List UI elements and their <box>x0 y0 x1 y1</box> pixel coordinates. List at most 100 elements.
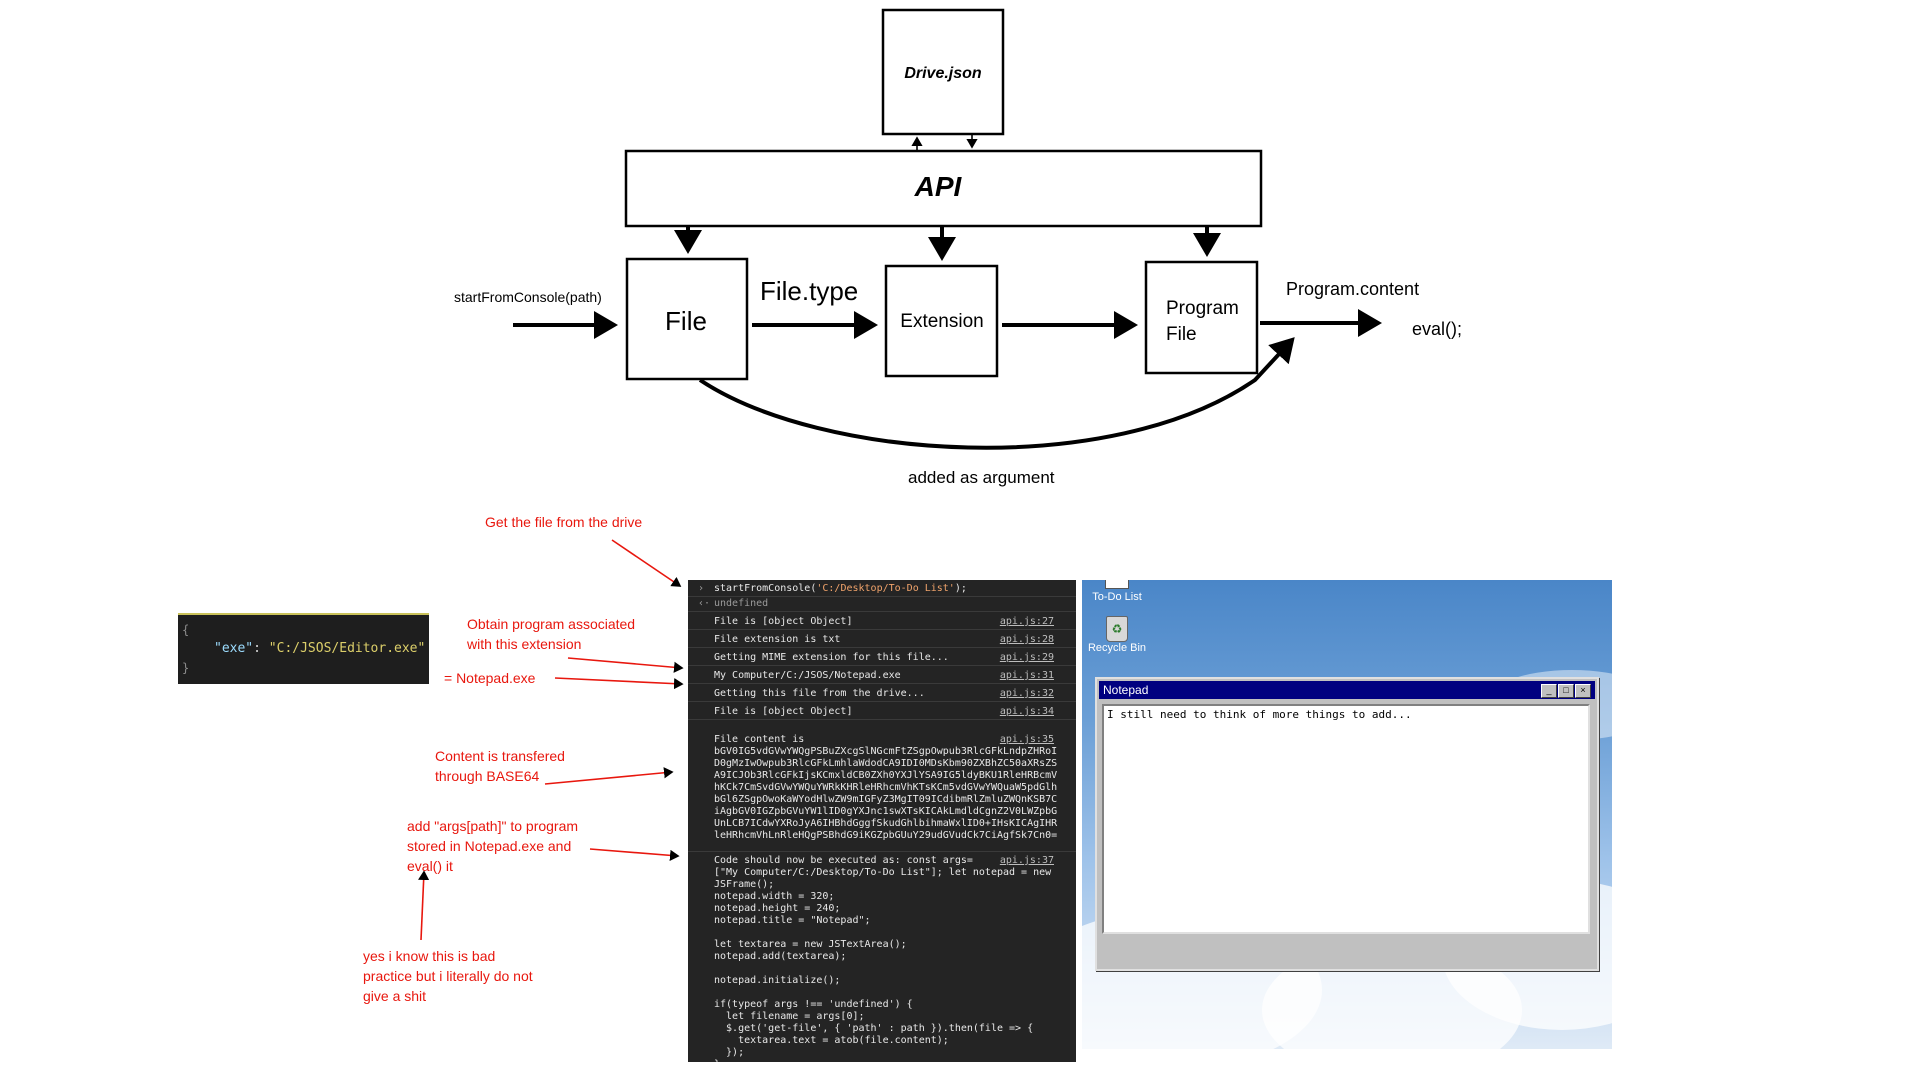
console-code-link[interactable]: api.js:37 <box>999 855 1054 866</box>
eval-label: eval(); <box>1412 319 1462 339</box>
start-from-console-label: startFromConsole(path) <box>454 289 602 305</box>
console-line <box>714 963 1051 975</box>
console-line: A9ICJOb3RlcGFkIjsKCmxldCB0ZXh0YXJlYSA9IG… <box>714 770 1058 781</box>
console-line: }); <box>714 1047 745 1058</box>
console-log-link[interactable]: api.js:34 <box>999 706 1054 717</box>
notepad-exe-pointer <box>554 677 684 690</box>
console-line: bGl6ZSgpOwoKaWYodHlwZW9mIGFyZ3MgIT09ICdi… <box>714 794 1058 805</box>
console-log-row: File extension is txt api.js:28 <box>688 630 1076 648</box>
console-line: if(typeof args !== 'undefined') { <box>714 999 913 1010</box>
json-snippet: { "exe": "C:/JSOS/Editor.exe" } <box>178 613 429 684</box>
console-log-text: File is [object Object] <box>714 706 853 717</box>
notepad-textarea[interactable]: I still need to think of more things to … <box>1102 704 1590 934</box>
console-log-link[interactable]: api.js:28 <box>999 634 1054 645</box>
snippet-value: "C:/JSOS/Editor.exe" <box>268 641 426 656</box>
console-line: bGV0IG5vdGVwYWQgPSBuZXcgSlNGcmFtZSgpOwpu… <box>714 746 1058 757</box>
maximize-button[interactable]: □ <box>1558 684 1574 698</box>
snippet-close-bracket: } <box>182 661 190 675</box>
console-line: iAgbGV0IGZpbGVuYW1lID0gYXJnc1swXTsKICAkL… <box>714 806 1058 817</box>
console-line: notepad.width = 320; <box>714 891 835 902</box>
return-arrow-icon: ‹· <box>698 598 711 609</box>
desktop-icon-todo[interactable]: To-Do List <box>1082 580 1152 603</box>
minimize-button[interactable]: _ <box>1541 684 1557 698</box>
console-line: $.get('get-file', { 'path' : path }).the… <box>714 1023 1034 1034</box>
snippet-line: "exe": "C:/JSOS/Editor.exe" <box>214 641 425 656</box>
file-type-label: File.type <box>760 276 858 306</box>
note-base64: Content is transfered through BASE64 <box>435 748 565 784</box>
console-line: let textarea = new JSTextArea(); <box>714 939 907 950</box>
recycle-bin-label: Recycle Bin <box>1087 642 1147 654</box>
devtools-console: › startFromConsole('C:/Desktop/To-Do Lis… <box>688 580 1076 1062</box>
api-label: API <box>914 171 963 202</box>
console-result-row: ‹· undefined <box>688 597 1076 612</box>
notepad-window[interactable]: Notepad _ □ × I still need to think of m… <box>1095 677 1599 971</box>
console-line: textarea.text = atob(file.content); <box>714 1035 949 1046</box>
console-line <box>714 927 1051 939</box>
console-line: notepad.add(textarea); <box>714 951 847 962</box>
note-bad-practice: yes i know this is bad practice but i li… <box>363 948 533 1004</box>
drive-json-label: Drive.json <box>904 65 982 82</box>
base64-pointer <box>544 767 674 785</box>
console-line: let filename = args[0]; <box>714 1011 865 1022</box>
console-line <box>714 987 1051 999</box>
console-log-link[interactable]: api.js:29 <box>999 652 1054 663</box>
console-log-text: File extension is txt <box>714 634 841 645</box>
console-line: ["My Computer/C:/Desktop/To-Do List"]; l… <box>714 867 1052 878</box>
console-log-row: File is [object Object] api.js:27 <box>688 612 1076 630</box>
notepad-title: Notepad <box>1103 683 1149 697</box>
extension-box <box>884 264 999 378</box>
console-line: leHRhcmVhLnRleHQgPSBhdG9iKGZpbGUuY29udGV… <box>714 830 1058 841</box>
console-line: notepad.initialize(); <box>714 975 841 986</box>
console-result: undefined <box>714 598 769 609</box>
args-pointer <box>589 848 680 861</box>
program-file-label-line2: File <box>1166 324 1197 345</box>
console-line: File content is <box>714 734 805 745</box>
desktop-icon-recycle-bin[interactable]: ♻ Recycle Bin <box>1082 616 1152 654</box>
notepad-titlebar[interactable]: Notepad _ □ × <box>1099 681 1595 699</box>
snippet-colon: : <box>253 641 269 656</box>
console-log-link[interactable]: api.js:27 <box>999 616 1054 627</box>
console-log-text: My Computer/C:/JSOS/Notepad.exe <box>714 670 901 681</box>
console-line: D0gMzIwOwpub3RlcGFkLmhlaWdodCA9IDI0MDsKb… <box>714 758 1058 769</box>
recycle-bin-icon: ♻ <box>1106 616 1128 642</box>
console-line: hKCk7CmSvdGVwYWQuYWRkKHRleHRhcmVhKTsKCm5… <box>714 782 1058 793</box>
console-log-text: File is [object Object] <box>714 616 853 627</box>
note-args: add "args[path]" to program stored in No… <box>407 818 579 874</box>
console-line: Code should now be executed as: const ar… <box>714 855 973 866</box>
note-notepad-exe: = Notepad.exe <box>444 670 536 686</box>
added-as-argument-label: added as argument <box>908 468 1055 487</box>
close-button[interactable]: × <box>1575 684 1591 698</box>
console-log-link[interactable]: api.js:32 <box>999 688 1054 699</box>
console-log-link[interactable]: api.js:31 <box>999 670 1054 681</box>
get-file-pointer <box>611 539 682 587</box>
todo-label: To-Do List <box>1092 591 1142 603</box>
program-file-box <box>1144 260 1259 375</box>
note-get-file: Get the file from the drive <box>485 514 643 530</box>
console-log-row: Getting this file from the drive...api.j… <box>688 684 1076 702</box>
console-log-row: Getting MIME extension for this file... a… <box>688 648 1076 666</box>
program-content-label: Program.content <box>1286 279 1419 299</box>
drive-json-box <box>881 8 1005 136</box>
program-file-label-line1: Program <box>1166 298 1239 319</box>
file-box <box>625 257 749 381</box>
console-log-text: Getting MIME extension for this file... <box>714 652 949 663</box>
console-log-row: File is [object Object] api.js:34 <box>688 702 1076 720</box>
snippet-open-bracket: { <box>182 623 190 637</box>
document-icon <box>1105 580 1129 589</box>
prompt-chevron-icon: › <box>698 583 705 594</box>
console-line: notepad.height = 240; <box>714 903 841 914</box>
file-label: File <box>665 306 707 336</box>
console-command-row: › startFromConsole('C:/Desktop/To-Do Lis… <box>688 580 1076 597</box>
note-obtain-program: Obtain program associated with this exte… <box>467 616 636 652</box>
console-line: notepad.title = "Notepad"; <box>714 915 871 926</box>
extension-label: Extension <box>900 311 983 332</box>
jsos-desktop: To-Do List ♻ Recycle Bin Notepad _ □ × I… <box>1082 580 1612 1049</box>
console-line: } <box>714 1059 1051 1062</box>
console-line: JSFrame(); <box>714 879 775 890</box>
console-code-text: Code should now be executed as: const ar… <box>714 855 1051 1062</box>
console-line: UnLCB7ICdwYXRoJyA6IHBhdGggfSkudGhlbihmaW… <box>714 818 1058 829</box>
console-content-link[interactable]: api.js:35 <box>999 734 1054 745</box>
